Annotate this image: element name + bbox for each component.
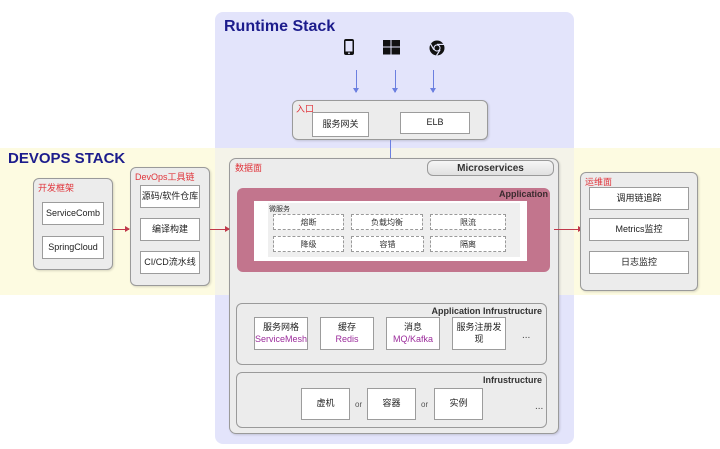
- redis-en: Redis: [335, 333, 359, 344]
- client-arrow-chrome: [430, 70, 436, 93]
- windows-icon: [383, 40, 400, 55]
- servicecomb-box[interactable]: ServiceComb: [42, 202, 104, 225]
- ops-plane-label: 运维面: [585, 177, 613, 187]
- data-plane-panel: 数据面 Microservices Application 微服务 熔断 负载均…: [229, 158, 559, 434]
- microservice-label: 微服务: [269, 206, 290, 213]
- dev-framework-panel: 开发框架 ServiceComb SpringCloud: [33, 178, 113, 270]
- application-title: Application: [499, 189, 548, 199]
- mobile-phone-icon: [344, 39, 354, 55]
- mq-en: MQ/Kafka: [392, 333, 433, 344]
- app-infra-servicemesh[interactable]: 服务网格 ServiceMesh: [254, 317, 308, 350]
- repo-box[interactable]: 源码/软件仓库: [140, 185, 200, 208]
- infra-title: Infrustructure: [482, 375, 542, 385]
- arrow-toolchain-to-dataplane: [210, 226, 230, 232]
- application-section: Application 微服务 熔断 负载均衡 限流 降级 容错 隔离: [237, 188, 550, 272]
- app-infra-section: Application Infrustructure 服务网格 ServiceM…: [236, 303, 547, 365]
- devops-stack-title: DEVOPS STACK: [8, 150, 126, 167]
- entry-panel: 入口 服务网关 ELB: [292, 100, 488, 140]
- cicd-box[interactable]: CI/CD流水线: [140, 251, 200, 274]
- toolchain-panel: DevOps工具链 源码/软件仓库 编译构建 CI/CD流水线: [130, 167, 210, 286]
- metrics-box[interactable]: Metrics监控: [589, 218, 689, 241]
- infra-container[interactable]: 容器: [367, 388, 416, 420]
- ops-plane-panel: 运维面 调用链追踪 Metrics监控 日志监控: [580, 172, 698, 291]
- entry-label: 入口: [296, 104, 315, 114]
- elb-box[interactable]: ELB: [400, 112, 470, 134]
- capability-fault-tolerance: 容错: [351, 236, 424, 252]
- infra-or-1: or: [355, 400, 363, 409]
- capability-load-balancing: 负载均衡: [351, 214, 423, 230]
- microservice-container: 微服务 熔断 负载均衡 限流 降级 容错 隔离: [254, 201, 527, 261]
- servicemesh-cn: 服务网格: [262, 322, 299, 333]
- app-infra-mq[interactable]: 消息 MQ/Kafka: [386, 317, 440, 350]
- app-infra-redis[interactable]: 缓存 Redis: [320, 317, 374, 350]
- client-arrow-windows: [392, 70, 398, 93]
- infra-instance[interactable]: 实例: [434, 388, 483, 420]
- service-gateway-box[interactable]: 服务网关: [312, 112, 369, 137]
- dev-framework-label: 开发框架: [38, 183, 75, 193]
- capability-circuit-breaker: 熔断: [273, 214, 344, 230]
- app-infra-more: ...: [522, 330, 531, 341]
- data-plane-label: 数据面: [235, 163, 263, 173]
- microservice-inner: 微服务 熔断 负载均衡 限流 降级 容错 隔离: [268, 203, 520, 257]
- infra-vm[interactable]: 虚机: [301, 388, 350, 420]
- infra-or-2: or: [421, 400, 429, 409]
- mq-cn: 消息: [403, 322, 422, 333]
- servicemesh-en: ServiceMesh: [254, 333, 308, 344]
- capability-rate-limiting: 限流: [430, 214, 506, 230]
- arrow-framework-to-toolchain: [113, 226, 130, 232]
- build-box[interactable]: 编译构建: [140, 218, 200, 241]
- toolchain-label: DevOps工具链: [135, 172, 195, 182]
- capability-degradation: 降级: [273, 236, 344, 252]
- redis-cn: 缓存: [337, 322, 356, 333]
- infra-more: ...: [535, 401, 544, 412]
- springcloud-box[interactable]: SpringCloud: [42, 236, 104, 259]
- tracing-box[interactable]: 调用链追踪: [589, 187, 689, 210]
- runtime-stack-title: Runtime Stack: [224, 18, 336, 35]
- capability-isolation: 隔离: [430, 236, 506, 252]
- infra-section: Infrustructure 虚机 or 容器 or 实例 ...: [236, 372, 547, 428]
- microservices-badge: Microservices: [427, 160, 554, 176]
- chrome-icon: [429, 40, 445, 56]
- arrow-dataplane-to-ops: [554, 226, 583, 232]
- app-infra-service-discovery[interactable]: 服务注册发现: [452, 317, 506, 350]
- client-arrow-mobile: [353, 70, 359, 93]
- app-infra-title: Application Infrustructure: [431, 306, 542, 316]
- logging-box[interactable]: 日志监控: [589, 251, 689, 274]
